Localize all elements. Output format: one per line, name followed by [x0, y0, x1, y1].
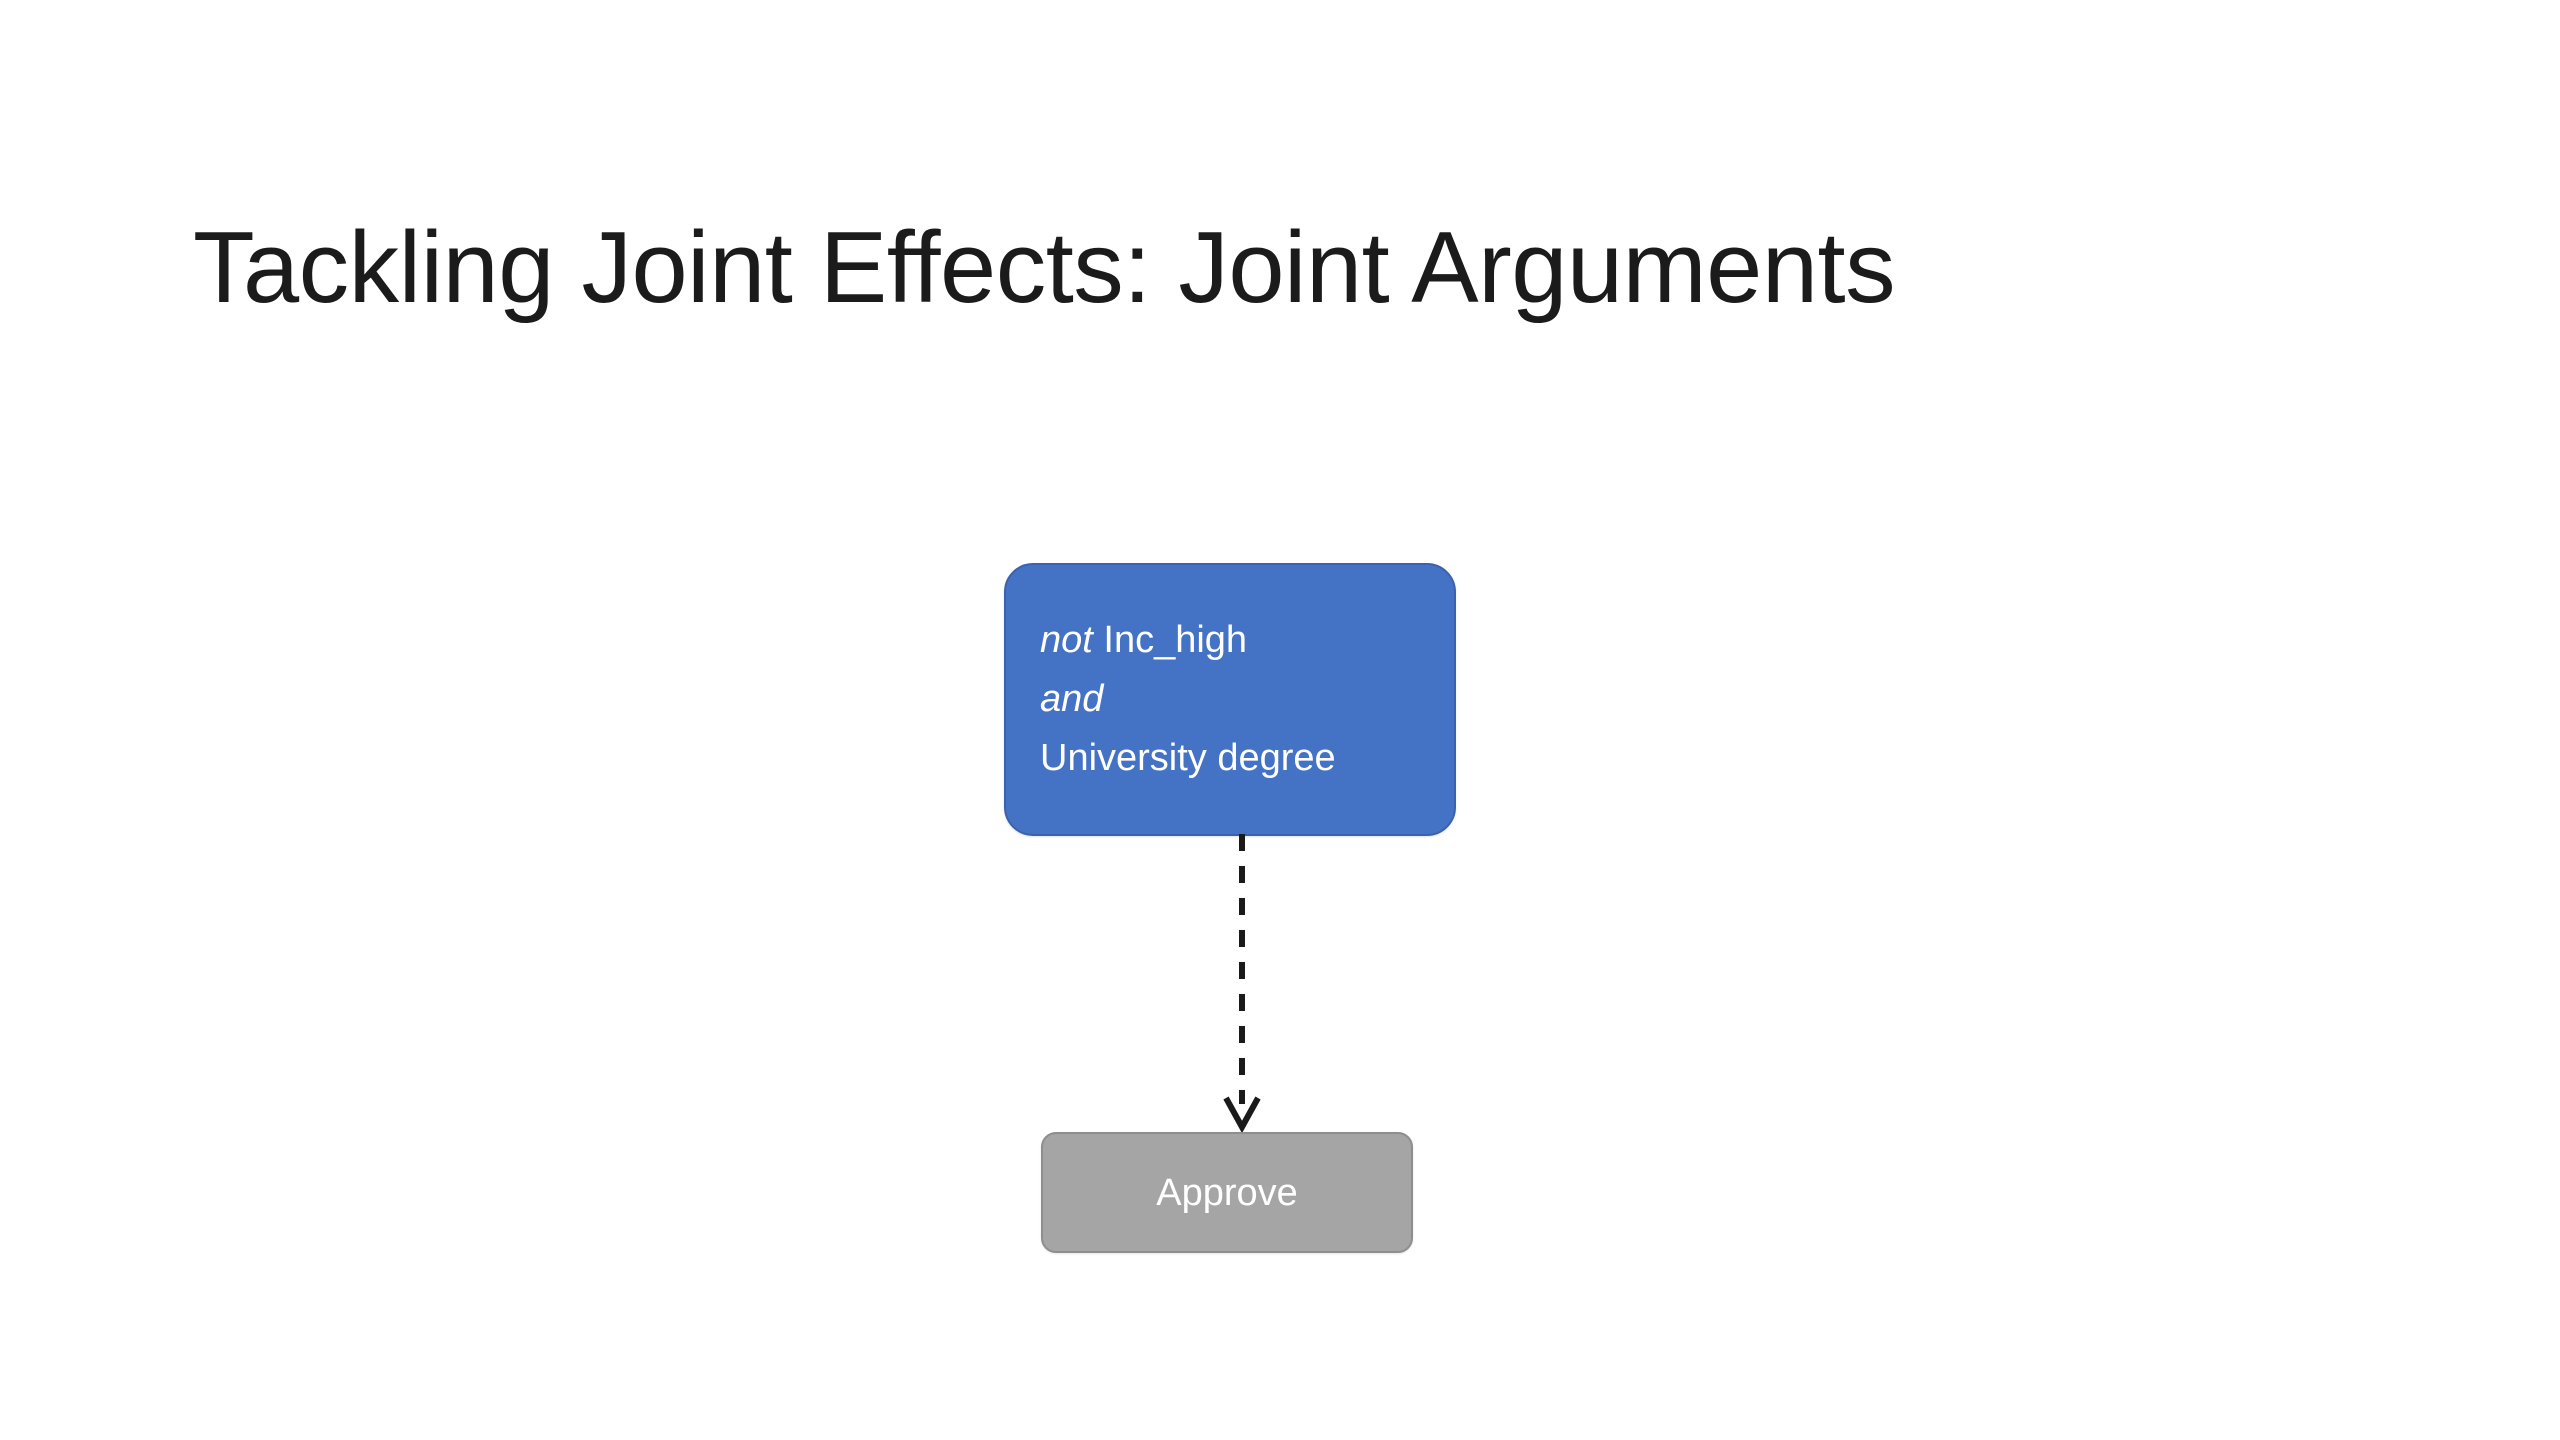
action-node-approve[interactable]: Approve — [1041, 1132, 1413, 1253]
connector-arrow-dashed — [1223, 834, 1261, 1134]
operand-inc-high: Inc_high — [1103, 619, 1248, 661]
action-node-label: Approve — [1156, 1171, 1298, 1214]
operator-not: not — [1040, 619, 1093, 661]
condition-line-2: and — [1040, 670, 1103, 729]
condition-line-1: not Inc_high — [1040, 611, 1247, 670]
page-title: Tackling Joint Effects: Joint Arguments — [193, 211, 1896, 324]
condition-node-joint-argument[interactable]: not Inc_high and University degree — [1004, 563, 1456, 836]
arrowhead-icon — [1223, 1096, 1261, 1134]
condition-line-1-spacer — [1093, 619, 1104, 661]
operand-university-degree: University degree — [1040, 737, 1336, 779]
condition-line-3: University degree — [1040, 729, 1336, 788]
operator-and: and — [1040, 678, 1104, 720]
